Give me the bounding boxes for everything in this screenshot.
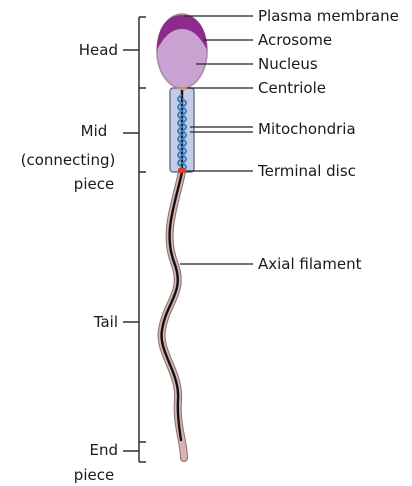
label-nucleus: Nucleus: [258, 55, 318, 73]
label-terminal-disc: Terminal disc: [258, 162, 356, 180]
label-axial-filament: Axial filament: [258, 255, 361, 273]
label-end-line1: End: [66, 441, 118, 459]
label-plasma-membrane: Plasma membrane: [258, 7, 399, 25]
segment-bracket: [123, 17, 146, 462]
label-centriole: Centriole: [258, 79, 326, 97]
label-head: Head: [66, 41, 118, 59]
nucleus: [161, 29, 203, 75]
tail: [162, 172, 184, 458]
label-mitochondria: Mitochondria: [258, 120, 356, 138]
label-mid-line1: Mid: [50, 122, 138, 140]
label-mid-line3: piece: [50, 175, 138, 193]
label-tail: Tail: [66, 313, 118, 331]
terminal-disc: [178, 168, 186, 173]
label-end-line2: piece: [50, 466, 138, 484]
midpiece: [170, 84, 194, 173]
head: [157, 14, 207, 88]
label-acrosome: Acrosome: [258, 31, 332, 49]
label-mid-line2: (connecting): [6, 151, 130, 169]
